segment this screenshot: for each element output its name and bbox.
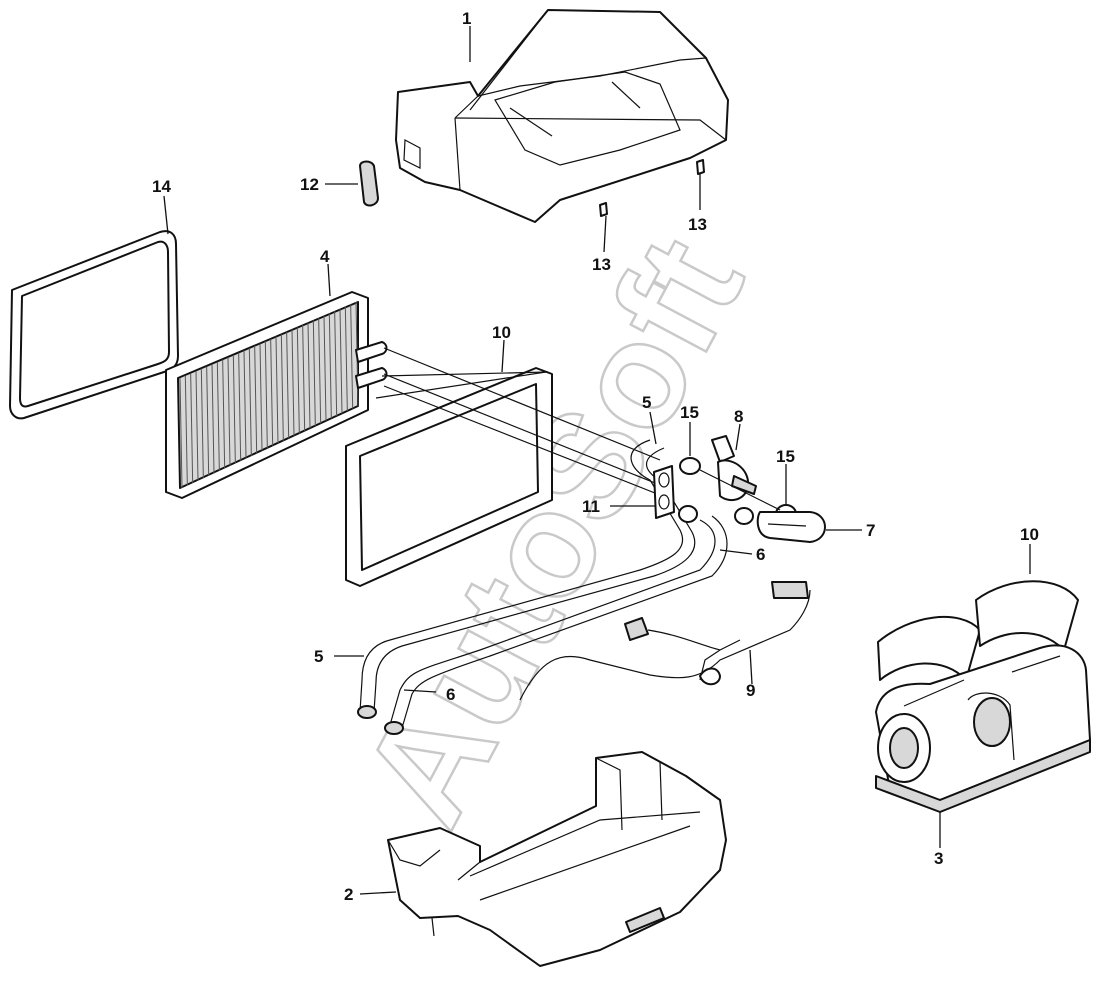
callout-12: 12: [300, 175, 319, 194]
core-fin-line: [195, 371, 199, 481]
leader-lines: [163, 26, 1031, 895]
callout-6-lower: 6: [446, 685, 455, 704]
part-3-blower: [875, 644, 1091, 813]
callout-5-upper: 5: [642, 393, 651, 412]
core-fins: [179, 301, 359, 489]
core-fin-line: [232, 354, 236, 464]
core-fin-line: [238, 352, 242, 461]
core-fin-line: [275, 336, 279, 444]
callout-5-lower: 5: [314, 647, 323, 666]
core-fin-line: [328, 313, 332, 419]
core-fin-line: [307, 322, 311, 429]
callout-4: 4: [320, 247, 330, 266]
part-10-flap-sheets: [877, 580, 1079, 681]
callout-labels: 1 12 13 13 14 4 10 5 15 8 15 11 7 6 5 6 …: [152, 9, 1039, 904]
part-9-wiring-harness: [519, 581, 811, 701]
callout-15-right: 15: [776, 447, 795, 466]
core-fin-line: [206, 366, 210, 476]
callout-14: 14: [152, 177, 171, 196]
callout-3: 3: [934, 849, 943, 868]
callout-15-left: 15: [680, 403, 699, 422]
core-fin-line: [291, 329, 295, 436]
callout-1: 1: [462, 9, 471, 28]
core-fin-line: [339, 308, 343, 414]
part-6-hose: [384, 515, 728, 735]
core-fin-line: [286, 331, 290, 439]
core-fin-line: [323, 315, 327, 421]
core-fin-line: [270, 338, 274, 446]
core-fin-line: [222, 359, 226, 469]
core-fin-line: [259, 343, 263, 451]
core-fin-line: [254, 345, 258, 454]
callout-8: 8: [734, 407, 743, 426]
core-fin-line: [312, 320, 316, 426]
core-fin-line: [344, 306, 348, 411]
core-fin-line: [243, 350, 247, 459]
callout-7: 7: [866, 521, 875, 540]
core-fin-line: [200, 368, 204, 479]
core-fin-line: [248, 348, 252, 456]
callout-10-flaps: 10: [1020, 525, 1039, 544]
core-fin-line: [179, 377, 183, 489]
part-5-hose: [357, 439, 696, 719]
core-fin-line: [318, 318, 322, 424]
part-2-lower-housing: [387, 751, 727, 967]
part-14-gasket: [9, 230, 179, 420]
core-fin-line: [334, 311, 338, 416]
core-fin-line: [280, 334, 284, 441]
core-fin-line: [190, 373, 194, 484]
core-fin-line: [264, 341, 268, 449]
callout-9: 9: [746, 681, 755, 700]
callout-11: 11: [582, 497, 600, 516]
core-fin-line: [302, 325, 306, 431]
callout-13-right: 13: [688, 215, 707, 234]
part-10-frame: [345, 367, 553, 587]
callout-10-frame: 10: [492, 323, 511, 342]
core-fin-line: [227, 357, 231, 466]
part-12-seal: [359, 160, 379, 207]
callout-13-left: 13: [592, 255, 611, 274]
part-13-clips: [599, 159, 705, 217]
core-pipes: [383, 347, 661, 496]
part-7-u-hose: [756, 511, 826, 543]
callout-6-upper: 6: [756, 545, 765, 564]
core-fin-line: [184, 375, 188, 486]
part-8-valve: [699, 435, 781, 511]
core-fin-line: [350, 304, 354, 409]
callout-2: 2: [344, 885, 353, 904]
part-11-bracket: [653, 465, 675, 519]
part-1-upper-housing: [395, 9, 729, 223]
core-fin-line: [211, 364, 215, 474]
core-fin-line: [296, 327, 300, 434]
core-fin-line: [216, 361, 220, 471]
part-4-heater-core: [165, 291, 388, 499]
